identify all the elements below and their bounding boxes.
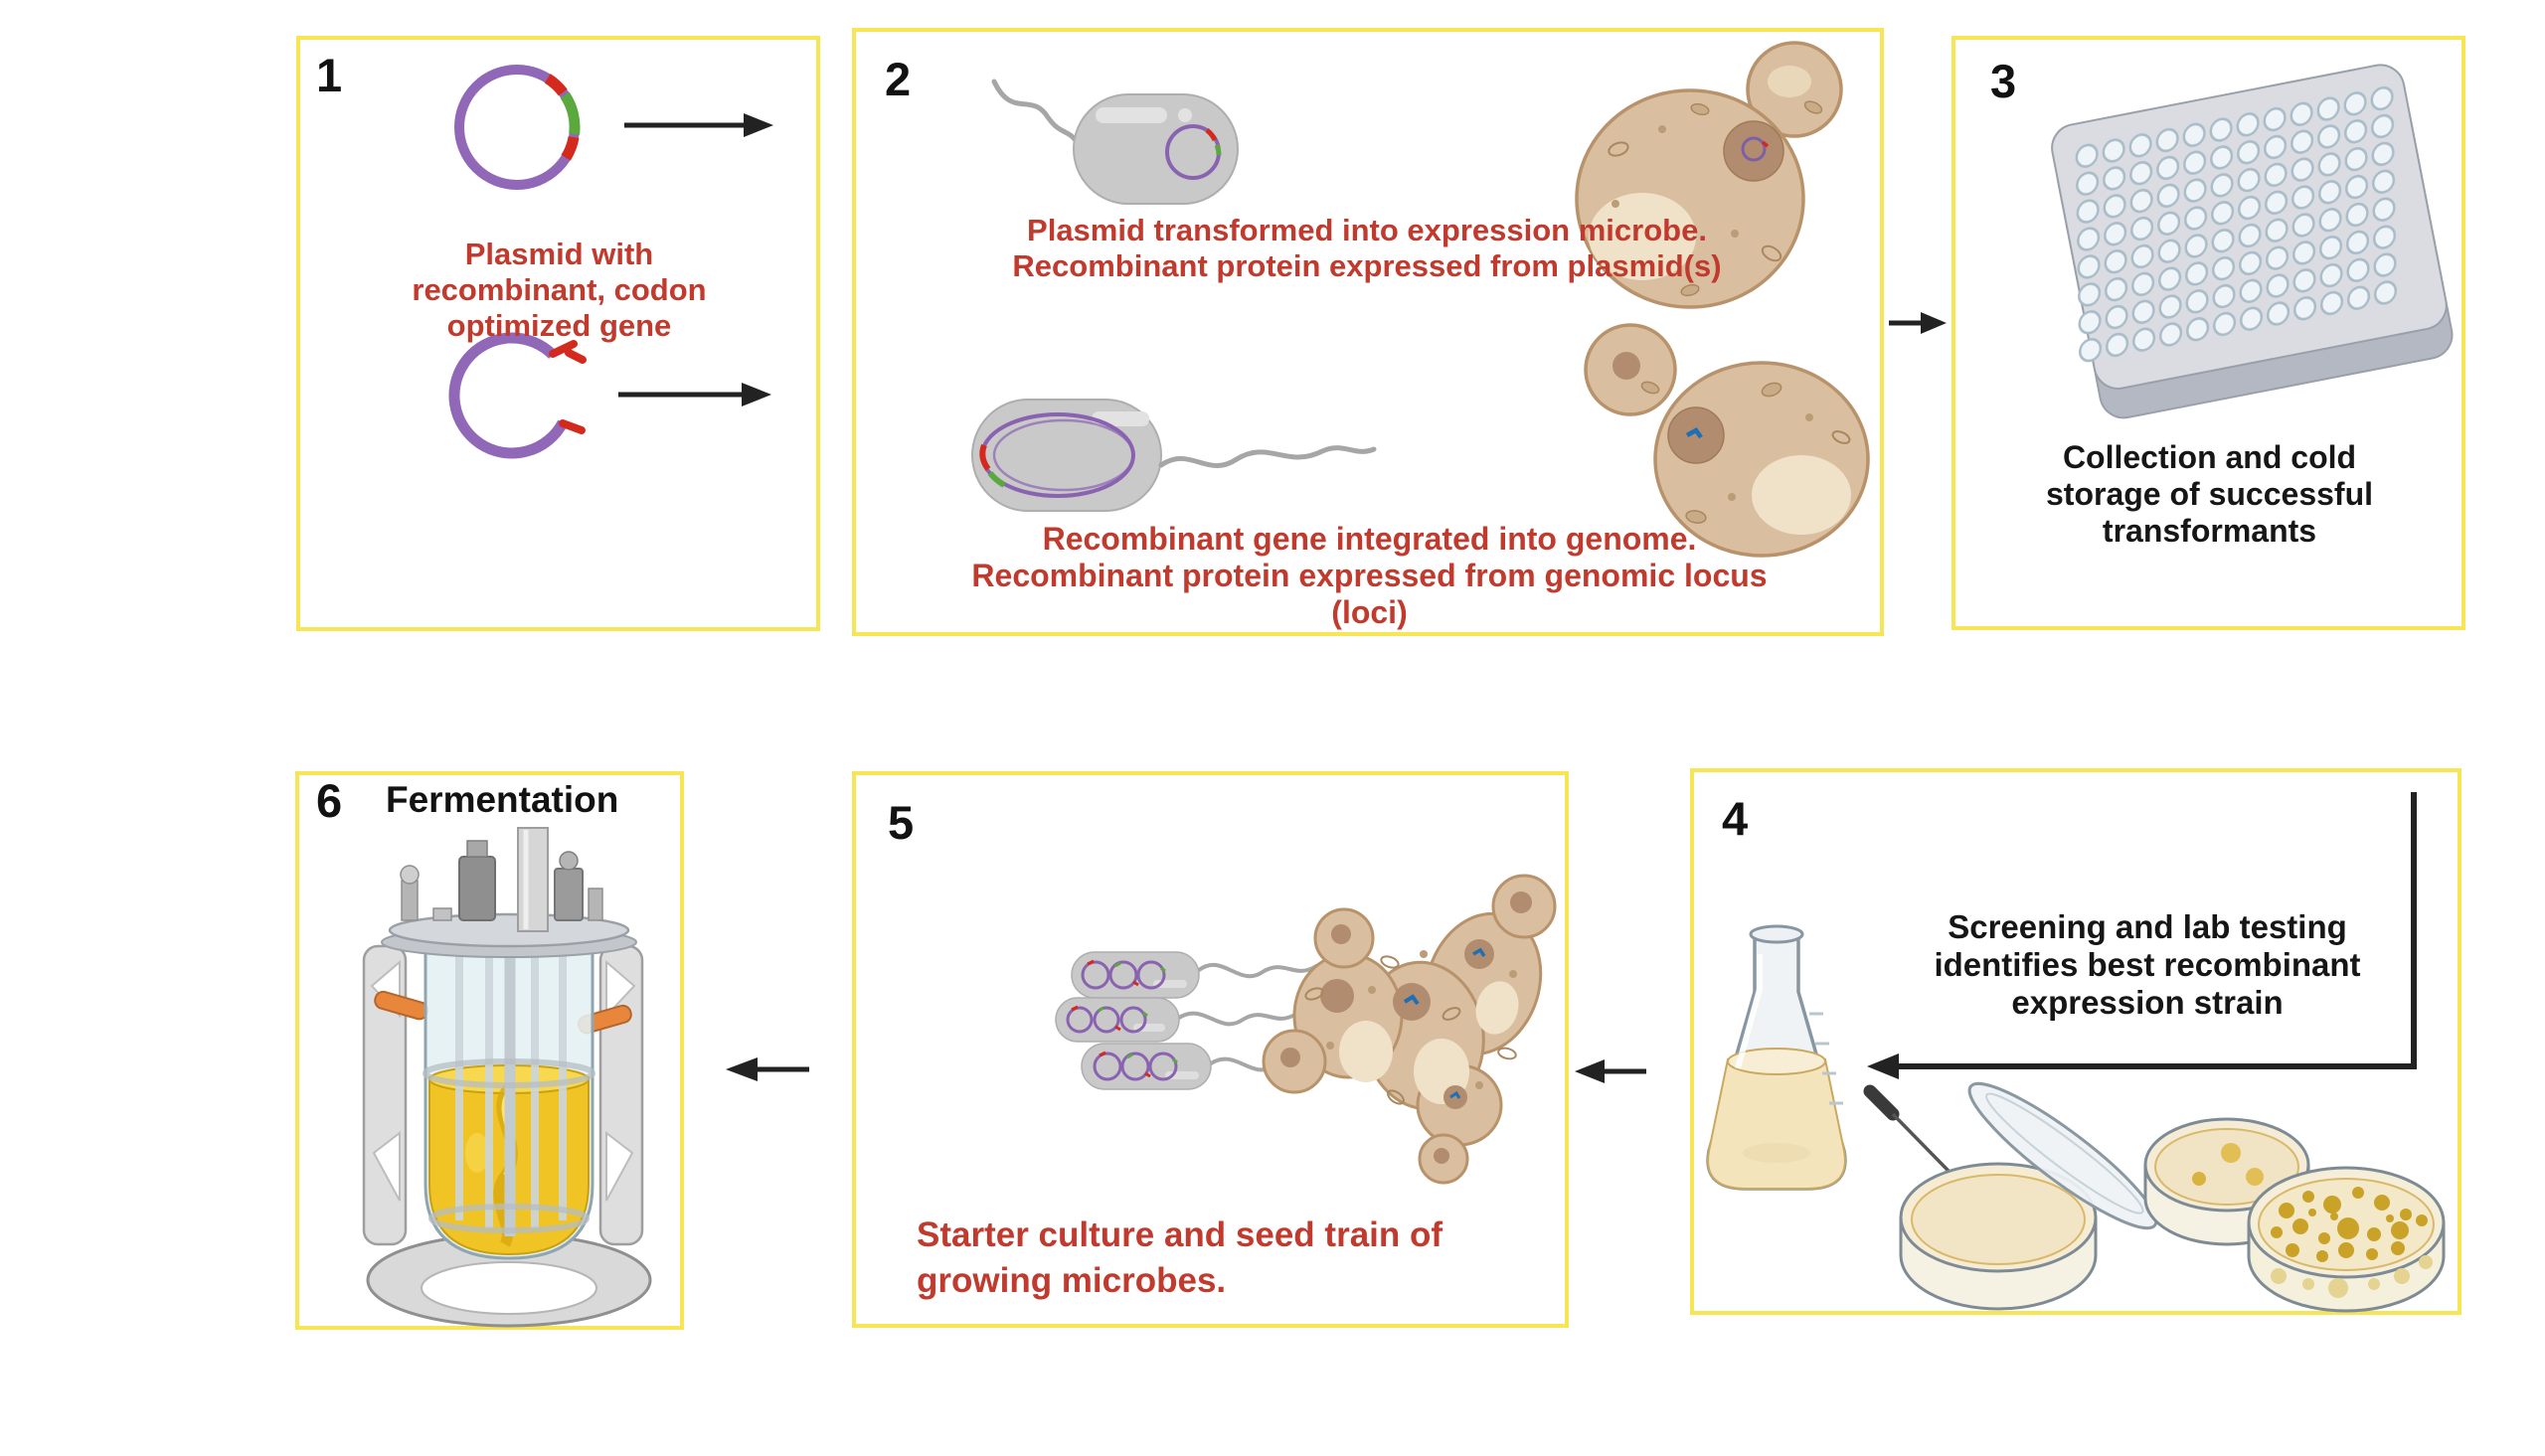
microplate-icon [2051, 64, 2454, 419]
open-plasmid-icon [448, 332, 587, 459]
petri-dish-icon [1899, 1081, 2158, 1311]
panel-6-number: 6 [316, 774, 343, 827]
bacterium-icon [991, 79, 1239, 205]
plasmid-icon [454, 65, 581, 190]
panel-1-number: 1 [316, 49, 343, 101]
panel-5-number: 5 [888, 796, 915, 849]
panel-3 [1951, 36, 2465, 630]
yeast-cell-icon [1584, 323, 1870, 558]
panel-2-caption-bottom: Recombinant gene integrated into genome.… [971, 521, 1768, 630]
panel-1-caption: Plasmid with recombinant, codon optimize… [412, 237, 707, 343]
arrow-left-icon [1575, 1059, 1646, 1083]
arrow-right-icon [1889, 312, 1947, 334]
panel-3-number: 3 [1990, 55, 2017, 107]
bacterium-icon [1055, 997, 1298, 1043]
bacterium-icon [971, 399, 1377, 512]
panel-3-caption: Collection and cold storage of successfu… [2046, 439, 2373, 549]
bacterium-icon [1081, 1043, 1332, 1090]
bacterium-icon [1071, 951, 1318, 999]
panel-1 [296, 36, 820, 631]
panel-5-caption: Starter culture and seed train of growin… [917, 1215, 1443, 1300]
petri-dish-icon [2247, 1166, 2446, 1313]
yeast-cluster-icon [1262, 874, 1557, 1185]
connector-arrow [1867, 792, 2417, 1079]
panel-2 [852, 28, 1884, 636]
yeast-cell-icon [1575, 41, 1843, 309]
panel-4-number: 4 [1722, 792, 1749, 845]
panel-6-title: Fermentation [386, 779, 619, 820]
panel-4 [1690, 768, 2461, 1315]
flask-icon [1706, 924, 1847, 1191]
arrow-right-icon [624, 113, 773, 137]
petri-dish-icon [2143, 1117, 2310, 1246]
panel-6 [295, 771, 684, 1330]
panel-2-caption-top: Plasmid transformed into expression micr… [1012, 213, 1722, 283]
panel-2-number: 2 [885, 53, 912, 105]
bioreactor-icon [362, 827, 652, 1328]
arrow-right-icon [618, 383, 771, 406]
panel-4-caption: Screening and lab testing identifies bes… [1934, 908, 2361, 1021]
arrow-left-icon [726, 1057, 809, 1081]
panel-5 [852, 771, 1569, 1328]
